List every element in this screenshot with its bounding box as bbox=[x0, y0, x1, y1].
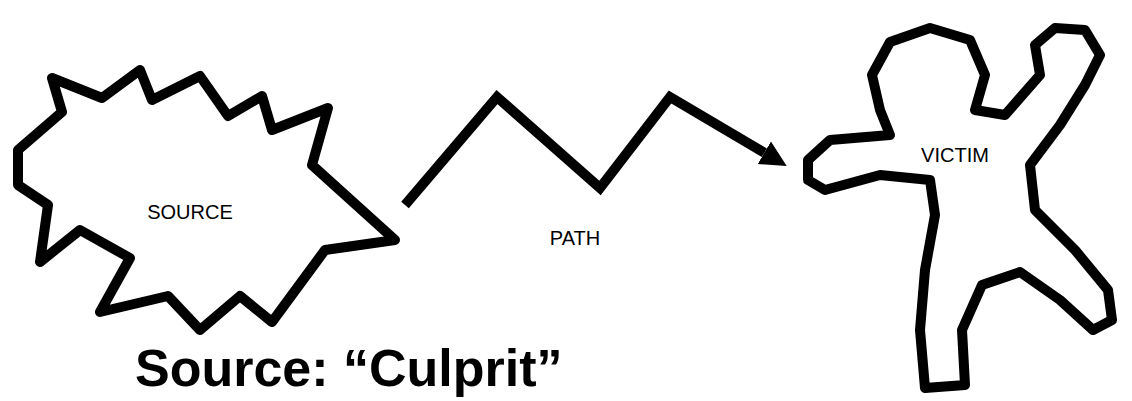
path-label: PATH bbox=[547, 226, 603, 250]
victim-figure: VICTIM bbox=[785, 15, 1130, 395]
outline-path bbox=[808, 28, 1112, 388]
node-label: SOURCE bbox=[147, 200, 233, 224]
node-label: VICTIM bbox=[921, 143, 989, 167]
caption-text: Source: “Culprit” bbox=[135, 340, 563, 396]
outline-path bbox=[18, 70, 395, 330]
source-blob: SOURCE bbox=[10, 60, 405, 340]
outline-shape bbox=[785, 15, 1130, 395]
zigzag-arrow bbox=[405, 97, 764, 205]
outline-shape bbox=[10, 60, 405, 340]
